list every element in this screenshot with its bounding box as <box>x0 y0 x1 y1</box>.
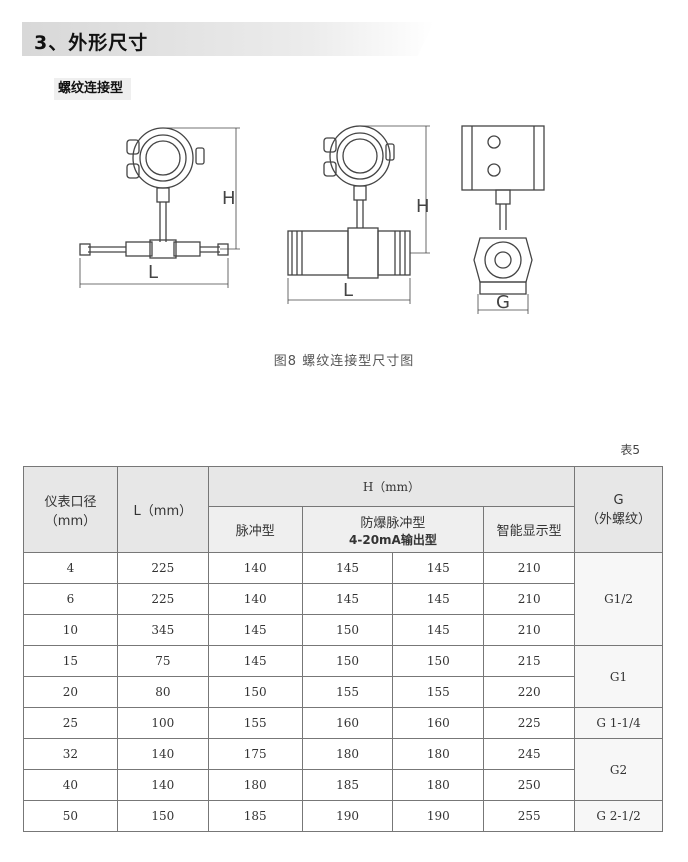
header-height: H（mm） <box>207 466 576 507</box>
cell-length: 100 <box>116 707 209 739</box>
header-explosion: 防爆脉冲型 4-20mA输出型 <box>301 506 485 553</box>
meter-threaded <box>287 125 411 279</box>
header-bore: 仪表口径 （mm） <box>23 466 118 553</box>
cell-4-20ma: 180 <box>392 738 485 770</box>
subsection-title: 螺纹连接型 <box>54 78 132 100</box>
cell-g: G 1-1/4 <box>574 707 663 739</box>
cell-explosion: 185 <box>301 769 394 801</box>
cell-explosion: 190 <box>301 800 394 832</box>
cell-explosion: 160 <box>301 707 394 739</box>
cell-smart: 210 <box>483 583 576 615</box>
dim-label-h1: H <box>222 188 236 209</box>
header-pulse: 脉冲型 <box>207 506 303 553</box>
cell-bore: 32 <box>23 738 118 770</box>
cell-smart: 215 <box>483 645 576 677</box>
cell-smart: 210 <box>483 614 576 646</box>
cell-length: 140 <box>116 738 209 770</box>
cell-pulse: 155 <box>207 707 303 739</box>
header-explosion-label: 防爆脉冲型 <box>360 515 426 531</box>
cell-pulse: 145 <box>207 645 303 677</box>
header-g-sub: （外螺纹） <box>586 511 652 527</box>
table-row: 15 75 145 150 150 215 G1 <box>23 645 663 708</box>
cell-smart: 250 <box>483 769 576 801</box>
table-row: 50 150 185 190 190 255 G 2-1/2 <box>23 800 663 832</box>
table-row: 10 345 145 150 145 210 <box>23 614 663 646</box>
table-row: 32 140 175 180 180 245 G2 <box>23 738 663 801</box>
cell-explosion: 150 <box>301 614 394 646</box>
cell-4-20ma: 155 <box>392 676 485 708</box>
dim-label-h2: H <box>416 196 430 217</box>
table-row: 40 140 180 185 180 250 <box>23 769 663 801</box>
header-g: G （外螺纹） <box>574 466 663 553</box>
cell-g: G1 <box>574 645 663 708</box>
dimension-table: 仪表口径 （mm） L（mm） H（mm） G （外螺纹） 脉冲型 防爆脉冲型 … <box>23 466 663 832</box>
cell-4-20ma: 145 <box>392 583 485 615</box>
cell-length: 150 <box>116 800 209 832</box>
cell-bore: 10 <box>23 614 118 646</box>
table-row: 25 100 155 160 160 225 G 1-1/4 <box>23 707 663 739</box>
header-explosion-sub: 4-20mA输出型 <box>349 532 437 547</box>
section-title: 3、外形尺寸 <box>34 32 149 54</box>
cell-bore: 4 <box>23 552 118 584</box>
cell-pulse: 145 <box>207 614 303 646</box>
cell-4-20ma: 160 <box>392 707 485 739</box>
cell-length: 75 <box>116 645 209 677</box>
dimension-drawing: H L H L G <box>79 125 545 314</box>
cell-pulse: 150 <box>207 676 303 708</box>
header-length: L（mm） <box>116 466 209 553</box>
table-row: 6 225 140 145 145 210 <box>23 583 663 615</box>
cell-pulse: 175 <box>207 738 303 770</box>
cell-length: 80 <box>116 676 209 708</box>
cell-g: G2 <box>574 738 663 801</box>
cell-4-20ma: 190 <box>392 800 485 832</box>
cell-bore: 15 <box>23 645 118 677</box>
cell-pulse: 140 <box>207 583 303 615</box>
dim-label-l2: L <box>343 280 353 301</box>
table-row: 4 225 140 145 145 210 G1/2 <box>23 552 663 646</box>
cell-bore: 40 <box>23 769 118 801</box>
meter-side-view <box>461 125 545 295</box>
cell-smart: 220 <box>483 676 576 708</box>
cell-smart: 255 <box>483 800 576 832</box>
dim-label-l1: L <box>148 262 158 283</box>
table-row: 20 80 150 155 155 220 <box>23 676 663 708</box>
cell-bore: 6 <box>23 583 118 615</box>
figure-caption: 图8 螺纹连接型尺寸图 <box>273 354 415 369</box>
cell-g: G1/2 <box>574 552 663 646</box>
cell-4-20ma: 145 <box>392 552 485 584</box>
cell-explosion: 180 <box>301 738 394 770</box>
header-smart: 智能显示型 <box>483 506 576 553</box>
dim-label-g: G <box>496 292 510 313</box>
table-label: 表5 <box>620 443 640 457</box>
cell-length: 225 <box>116 552 209 584</box>
cell-bore: 50 <box>23 800 118 832</box>
cell-pulse: 180 <box>207 769 303 801</box>
header-bore-unit: （mm） <box>44 513 97 529</box>
cell-4-20ma: 150 <box>392 645 485 677</box>
cell-explosion: 155 <box>301 676 394 708</box>
cell-bore: 20 <box>23 676 118 708</box>
cell-smart: 210 <box>483 552 576 584</box>
section-banner <box>22 22 434 56</box>
cell-length: 345 <box>116 614 209 646</box>
cell-explosion: 150 <box>301 645 394 677</box>
cell-explosion: 145 <box>301 583 394 615</box>
cell-explosion: 145 <box>301 552 394 584</box>
header-bore-label: 仪表口径 <box>44 494 97 510</box>
cell-length: 140 <box>116 769 209 801</box>
meter-small-bore <box>79 127 229 259</box>
cell-pulse: 185 <box>207 800 303 832</box>
cell-4-20ma: 145 <box>392 614 485 646</box>
cell-bore: 25 <box>23 707 118 739</box>
cell-g: G 2-1/2 <box>574 800 663 832</box>
cell-pulse: 140 <box>207 552 303 584</box>
header-g-label: G <box>613 492 624 508</box>
cell-length: 225 <box>116 583 209 615</box>
cell-smart: 225 <box>483 707 576 739</box>
cell-smart: 245 <box>483 738 576 770</box>
cell-4-20ma: 180 <box>392 769 485 801</box>
